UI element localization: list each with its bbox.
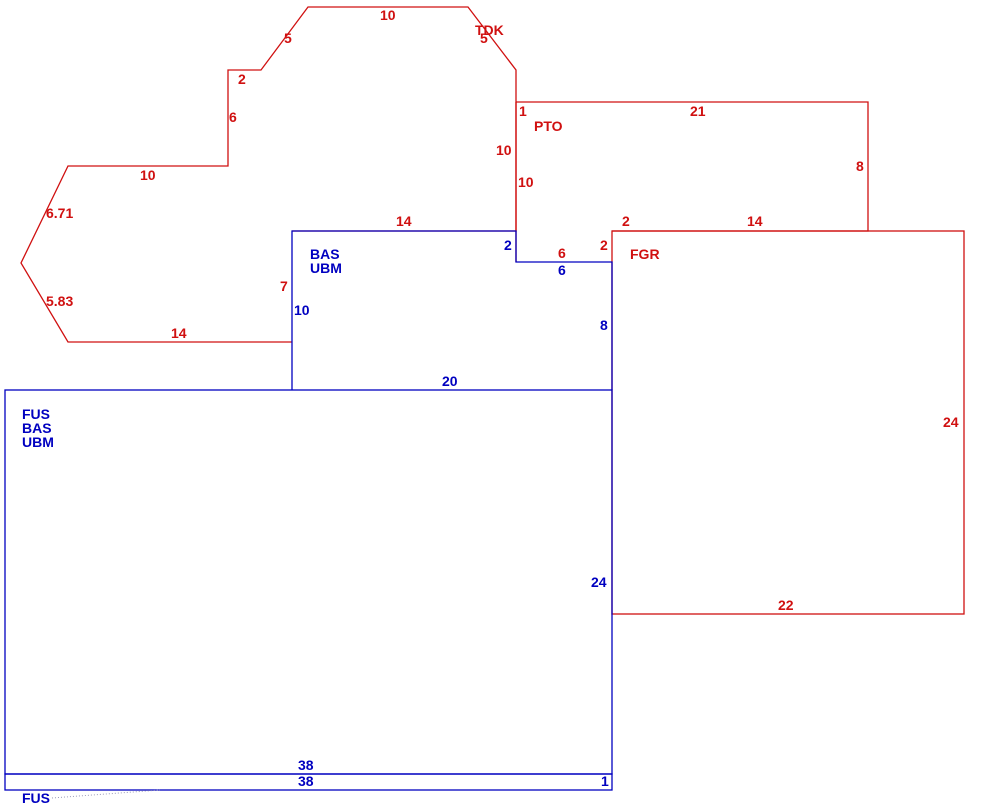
- upper-ubm-area-label: UBM: [310, 260, 342, 276]
- lower-bas-area-label: BAS: [22, 420, 52, 436]
- tdk-dim-notch: 1: [519, 103, 527, 119]
- pto-dim-top: 21: [690, 103, 706, 119]
- pto-outline: [516, 101, 869, 232]
- tdk-dim-bottom: 14: [171, 325, 187, 341]
- tdk-dim-lower-diag: 5.83: [46, 293, 73, 309]
- upper-bas-dim-step: 6: [558, 262, 566, 278]
- pto-dim-right: 8: [856, 158, 864, 174]
- tdk-dim-left-vert: 6: [229, 109, 237, 125]
- lower-fus-dim-right: 24: [591, 574, 607, 590]
- tdk-dim-right-vert: 10: [496, 142, 512, 158]
- pto-area-label: PTO: [534, 118, 563, 134]
- tdk-dim-top: 10: [380, 7, 396, 23]
- strip-outline: [4, 773, 613, 791]
- fgr-dim-right: 24: [943, 414, 959, 430]
- fgr-dim-step: 2: [600, 237, 608, 253]
- fgr-area-label: FGR: [630, 246, 660, 262]
- lower-fus-area-label: FUS: [22, 406, 50, 422]
- tdk-dim-inner-vert: 7: [280, 278, 288, 294]
- strip-dim-right: 1: [601, 773, 609, 789]
- upper-bas-dim-right: 8: [600, 317, 608, 333]
- pto-dim-bottom-step: 2: [622, 213, 630, 229]
- upper-bas-dim-bottom: 20: [442, 373, 458, 389]
- tdk-outline: [20, 6, 517, 343]
- upper-bas-outline: [291, 230, 613, 390]
- strip-dim-bottom: 38: [298, 773, 314, 789]
- tdk-dim-diag-right: 5: [480, 30, 488, 46]
- fgr-outline: [611, 230, 965, 615]
- tdk-dim-inner-horiz: 14: [396, 213, 412, 229]
- lower-ubm-area-label: UBM: [22, 434, 54, 450]
- tdk-area-label: TDK: [475, 22, 504, 38]
- pto-dim-left: 10: [518, 174, 534, 190]
- tdk-dim-diag-left: 5: [284, 30, 292, 46]
- dotted-leader: [51, 789, 161, 799]
- tdk-dim-upper-diag: 6.71: [46, 205, 73, 221]
- lower-fus-outline: [4, 389, 613, 775]
- pto-dim-bottom: 14: [747, 213, 763, 229]
- pto-dim-inner-horiz: 6: [558, 245, 566, 261]
- upper-bas-dim-left: 10: [294, 302, 310, 318]
- upper-bas-area-label: BAS: [310, 246, 340, 262]
- tdk-dim-upper-horiz: 10: [140, 167, 156, 183]
- lower-fus-dim-bottom: 38: [298, 757, 314, 773]
- tdk-dim-step: 2: [238, 71, 246, 87]
- fgr-dim-bottom: 22: [778, 597, 794, 613]
- strip-fus-area-label: FUS: [22, 790, 50, 804]
- tdk-dim-corner: 2: [504, 237, 512, 253]
